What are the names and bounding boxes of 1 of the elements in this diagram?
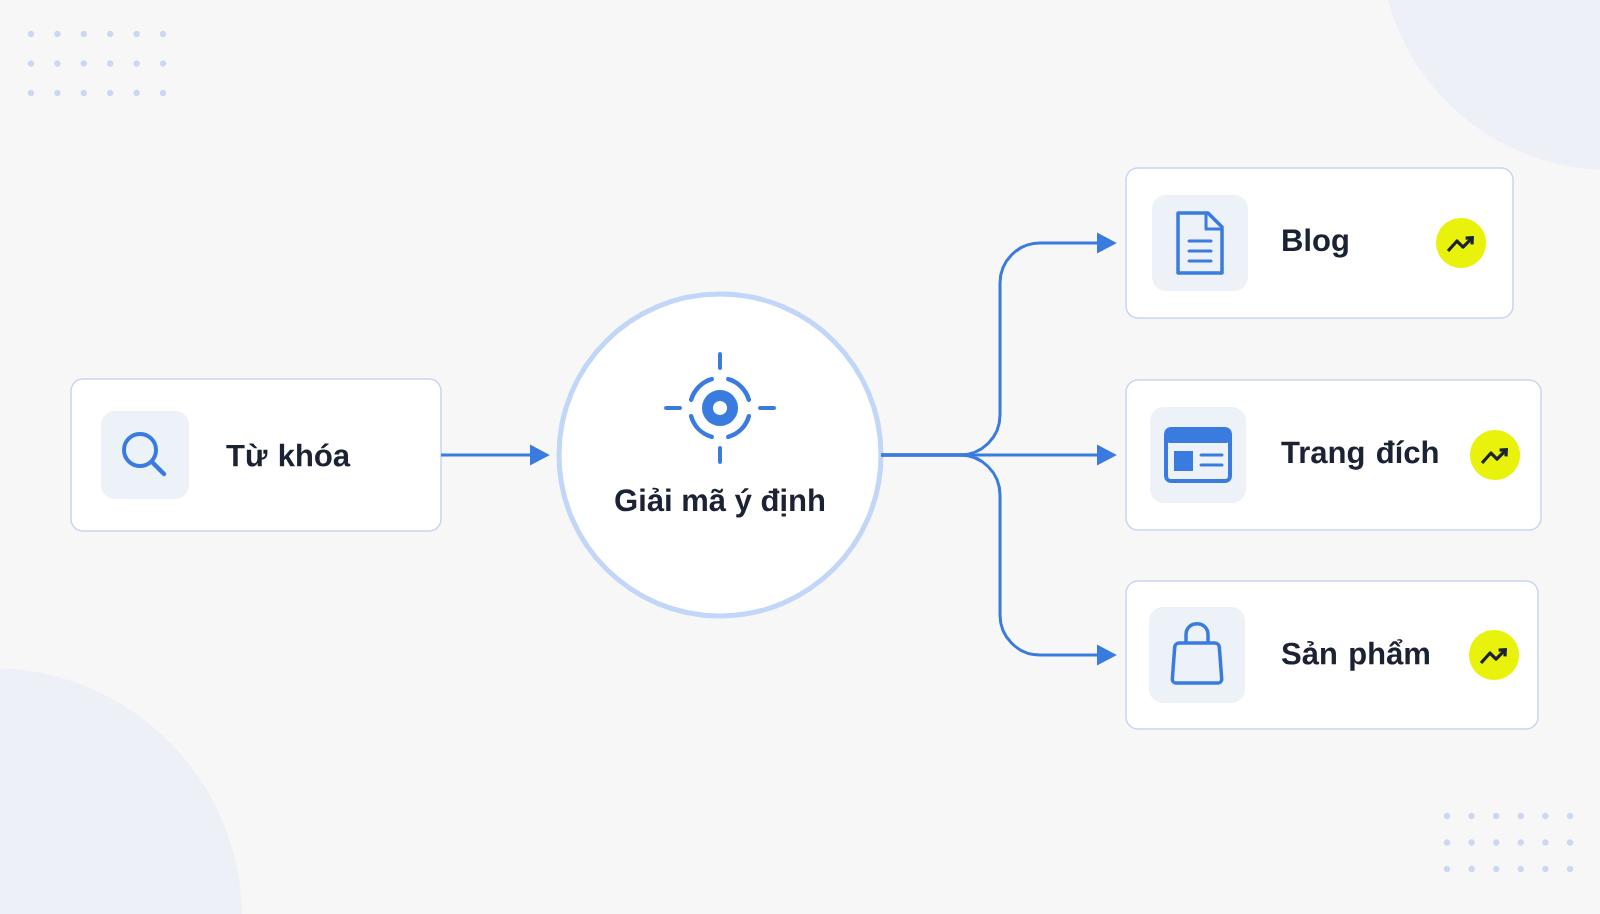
circle-node: Giải mã ý định — [556, 291, 884, 619]
